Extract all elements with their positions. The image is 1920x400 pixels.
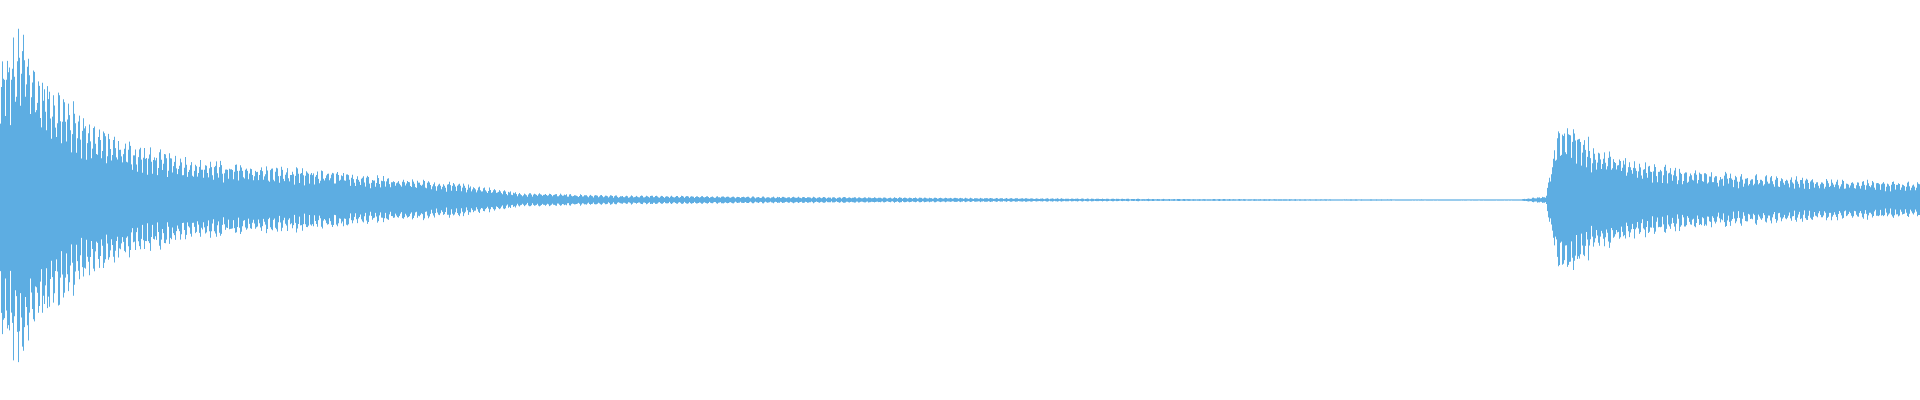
waveform-path	[0, 28, 1920, 363]
waveform-samples	[0, 28, 1920, 363]
